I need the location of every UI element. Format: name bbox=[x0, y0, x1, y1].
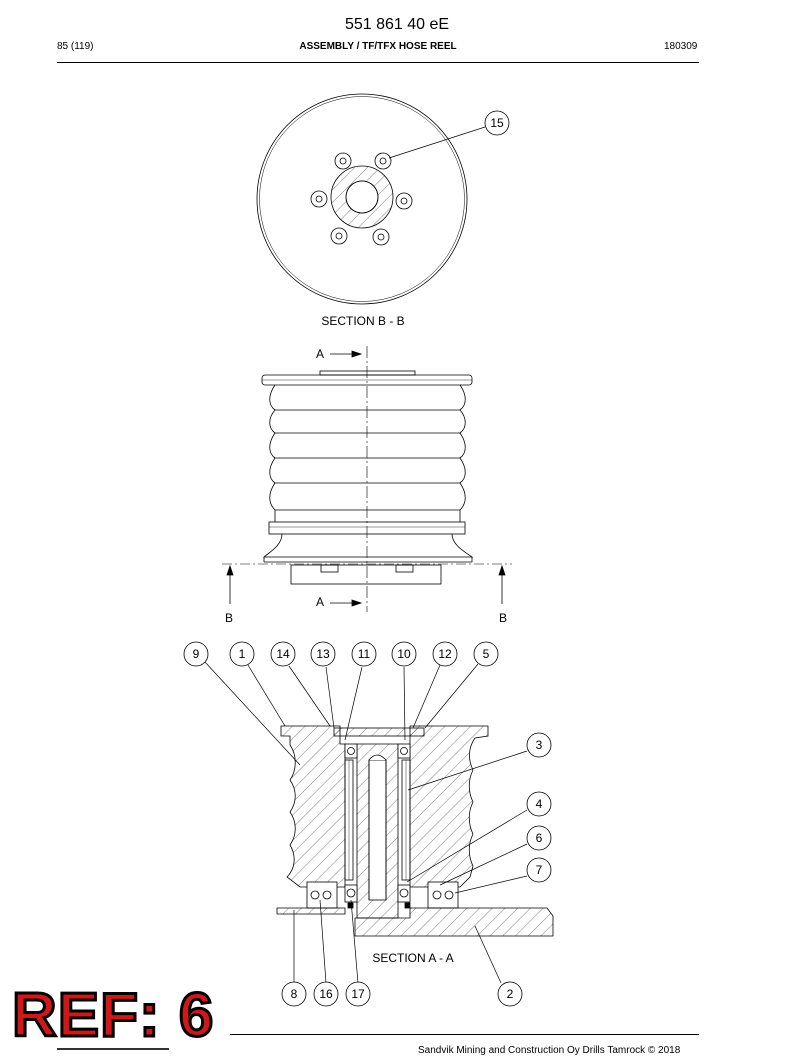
balloon-4: 4 bbox=[526, 791, 552, 817]
svg-text:15: 15 bbox=[490, 116, 504, 130]
balloon-2: 2 bbox=[497, 981, 523, 1007]
svg-text:2: 2 bbox=[507, 987, 514, 1001]
page-number: 85 (119) bbox=[57, 41, 94, 52]
svg-text:10: 10 bbox=[397, 647, 411, 661]
svg-text:8: 8 bbox=[291, 987, 298, 1001]
balloon-17: 17 bbox=[345, 981, 371, 1007]
svg-text:11: 11 bbox=[358, 647, 371, 661]
cut-label-a-bottom: A bbox=[316, 595, 324, 609]
balloon-11: 11 bbox=[351, 641, 377, 667]
svg-text:1: 1 bbox=[239, 647, 246, 661]
balloon-15: 15 bbox=[484, 110, 510, 136]
footer-copyright: Sandvik Mining and Construction Oy Drill… bbox=[418, 1045, 681, 1056]
brand-logo bbox=[57, 1048, 169, 1058]
balloon-5: 5 bbox=[473, 641, 499, 667]
svg-text:7: 7 bbox=[536, 863, 543, 877]
svg-text:9: 9 bbox=[193, 647, 200, 661]
bolt-holes bbox=[310, 152, 413, 246]
svg-text:16: 16 bbox=[319, 987, 333, 1001]
svg-text:17: 17 bbox=[351, 987, 365, 1001]
section-bb-label: SECTION B - B bbox=[321, 314, 404, 328]
balloon-13: 13 bbox=[310, 641, 336, 667]
svg-text:4: 4 bbox=[536, 797, 543, 811]
balloon-7: 7 bbox=[526, 857, 552, 883]
balloon-1: 1 bbox=[229, 641, 255, 667]
revision-date: 180309 bbox=[664, 41, 698, 52]
leader-lines bbox=[204, 661, 528, 984]
side-view bbox=[222, 346, 512, 612]
document-number: 551 861 40 eE bbox=[344, 16, 450, 33]
balloon-9: 9 bbox=[183, 641, 209, 667]
header-rule bbox=[57, 62, 699, 63]
balloon-14: 14 bbox=[270, 641, 296, 667]
section-aa-view bbox=[276, 725, 554, 937]
balloon-6: 6 bbox=[526, 825, 552, 851]
ref-stamp: REF: 6 bbox=[10, 981, 215, 1050]
section-aa-label: SECTION A - A bbox=[372, 951, 453, 965]
section-bb-view bbox=[256, 93, 486, 305]
cut-label-b-right: B bbox=[499, 611, 507, 625]
svg-text:14: 14 bbox=[276, 647, 290, 661]
svg-text:3: 3 bbox=[536, 738, 543, 752]
footer-rule bbox=[230, 1034, 699, 1035]
balloon-10: 10 bbox=[391, 641, 417, 667]
balloon-3: 3 bbox=[526, 732, 552, 758]
svg-text:12: 12 bbox=[438, 647, 452, 661]
cut-label-b-left: B bbox=[225, 611, 233, 625]
balloons: 15 9 1 14 13 11 10 12 5 3 4 6 7 8 16 17 … bbox=[183, 110, 552, 1007]
balloon-16: 16 bbox=[313, 981, 339, 1007]
cut-label-a-top: A bbox=[316, 347, 324, 361]
svg-text:5: 5 bbox=[483, 647, 490, 661]
balloon-12: 12 bbox=[432, 641, 458, 667]
balloon-8: 8 bbox=[281, 981, 307, 1007]
svg-text:13: 13 bbox=[316, 647, 330, 661]
svg-text:6: 6 bbox=[536, 831, 543, 845]
page-title: ASSEMBLY / TF/TFX HOSE REEL bbox=[299, 41, 457, 52]
